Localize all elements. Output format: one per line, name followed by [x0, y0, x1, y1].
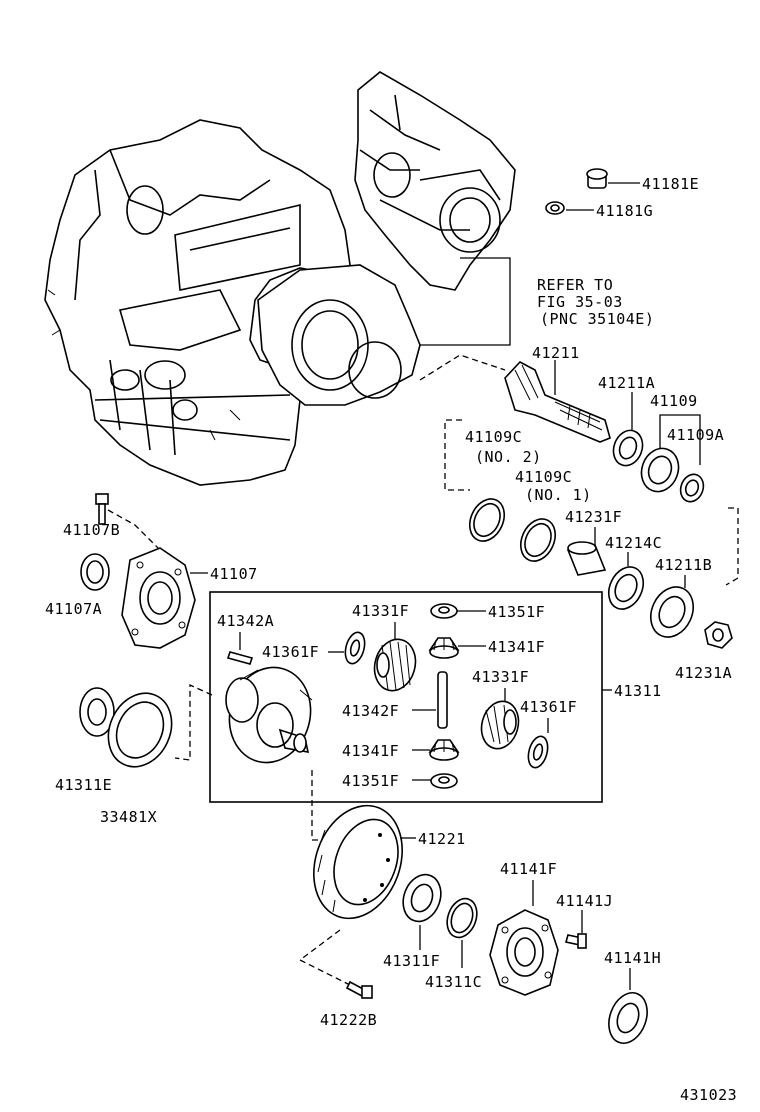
label-41342A: 41342A — [217, 612, 274, 630]
part-41211-drive-pinion — [504, 361, 611, 443]
part-41311F-bearing — [402, 873, 442, 923]
label-41211A: 41211A — [598, 374, 655, 392]
figure-number: 431023 — [680, 1086, 737, 1104]
label-41361F-left: 41361F — [262, 643, 319, 661]
label-41214C: 41214C — [605, 534, 662, 552]
refer-note-line2: FIG 35-03 — [537, 293, 623, 311]
refer-note-line1: REFER TO — [537, 276, 613, 294]
label-41231F: 41231F — [565, 508, 622, 526]
part-41109-bearing-cup — [640, 447, 680, 493]
part-41341F-pinion-bottom — [428, 739, 460, 761]
part-41141J-bolt — [564, 933, 587, 949]
snapring-no2-dash — [444, 419, 470, 491]
label-41141J: 41141J — [556, 892, 613, 910]
part-41342F-shaft — [437, 671, 448, 729]
label-41109: 41109 — [650, 392, 698, 410]
label-41342F: 41342F — [342, 702, 399, 720]
label-41109C-no2: 41109C — [465, 428, 522, 446]
transaxle-case — [44, 119, 421, 486]
case-dash-line — [174, 683, 213, 761]
label-33481X: 33481X — [100, 808, 157, 826]
bolt-dash-line — [107, 509, 161, 551]
label-41331F-mid: 41331F — [472, 668, 529, 686]
part-41222B-bolt — [345, 980, 373, 999]
part-41107A-bearing — [80, 553, 110, 591]
label-41341F-bot: 41341F — [342, 742, 399, 760]
part-41331F-side-gear-mid — [480, 700, 520, 750]
label-41211: 41211 — [532, 344, 580, 362]
part-41181E-plug — [586, 168, 608, 189]
part-41351F-washer-bottom — [430, 773, 458, 789]
label-41107A: 41107A — [45, 600, 102, 618]
label-41141H: 41141H — [604, 949, 661, 967]
part-41214C-shim — [607, 566, 645, 610]
part-41211B-bearing — [650, 586, 694, 638]
label-41109C-no1: 41109C — [515, 468, 572, 486]
part-41342A-pin — [226, 651, 254, 665]
label-41221: 41221 — [418, 830, 466, 848]
label-41331F-top: 41331F — [352, 602, 409, 620]
bracket-41109 — [659, 414, 701, 465]
refer-note-line3: (PNC 35104E) — [540, 310, 654, 328]
part-41231A-nut — [704, 621, 733, 649]
label-41351F-bot: 41351F — [342, 772, 399, 790]
label-41181E: 41181E — [642, 175, 699, 193]
label-no1: (NO. 1) — [525, 486, 592, 504]
part-41107-retainer — [121, 547, 196, 649]
pinion-dash-line — [419, 354, 506, 381]
part-41211A-bearing — [612, 429, 644, 467]
part-41107B-bolt — [95, 493, 109, 525]
part-41311C-shim — [446, 897, 478, 939]
bolt-41222B-dash-line — [298, 929, 351, 986]
label-41141F: 41141F — [500, 860, 557, 878]
part-41221-ring-gear — [313, 804, 403, 920]
part-41181G-gasket — [545, 201, 565, 215]
differential-group-box — [209, 591, 603, 803]
label-41311F: 41311F — [383, 952, 440, 970]
label-41341F-top: 41341F — [488, 638, 545, 656]
part-41361F-washer-right — [527, 735, 549, 769]
part-41361F-washer-left — [344, 631, 366, 665]
label-41107: 41107 — [210, 565, 258, 583]
label-41361F-right: 41361F — [520, 698, 577, 716]
label-41311: 41311 — [614, 682, 662, 700]
label-41311C: 41311C — [425, 973, 482, 991]
label-41222B: 41222B — [320, 1011, 377, 1029]
ringgear-dash-line — [311, 770, 340, 841]
label-41211B: 41211B — [655, 556, 712, 574]
part-41141H-oil-seal — [608, 992, 648, 1044]
label-41231A: 41231A — [675, 664, 732, 682]
label-41181G: 41181G — [596, 202, 653, 220]
label-41351F-top: 41351F — [488, 603, 545, 621]
part-41351F-washer-top — [430, 603, 458, 619]
label-41311E: 41311E — [55, 776, 112, 794]
part-41331F-side-gear-top — [373, 638, 417, 692]
part-33481X-ring — [107, 692, 173, 768]
part-41311E-bearing — [79, 687, 115, 737]
nut-dash-line — [725, 507, 739, 586]
part-41341F-pinion-top — [428, 637, 460, 659]
part-41141F-retainer — [489, 909, 559, 996]
refer-bracket — [420, 257, 511, 346]
label-41107B: 41107B — [63, 521, 120, 539]
part-41109A-shim — [679, 473, 705, 503]
label-no2: (NO. 2) — [475, 448, 542, 466]
part-41109C-no1-snap-ring — [519, 518, 557, 562]
differential-case — [225, 666, 313, 764]
transaxle-housing — [354, 71, 516, 291]
part-41109C-no2-snap-ring — [468, 498, 506, 542]
label-41109A: 41109A — [667, 426, 724, 444]
part-41231F-spacer — [566, 541, 607, 576]
